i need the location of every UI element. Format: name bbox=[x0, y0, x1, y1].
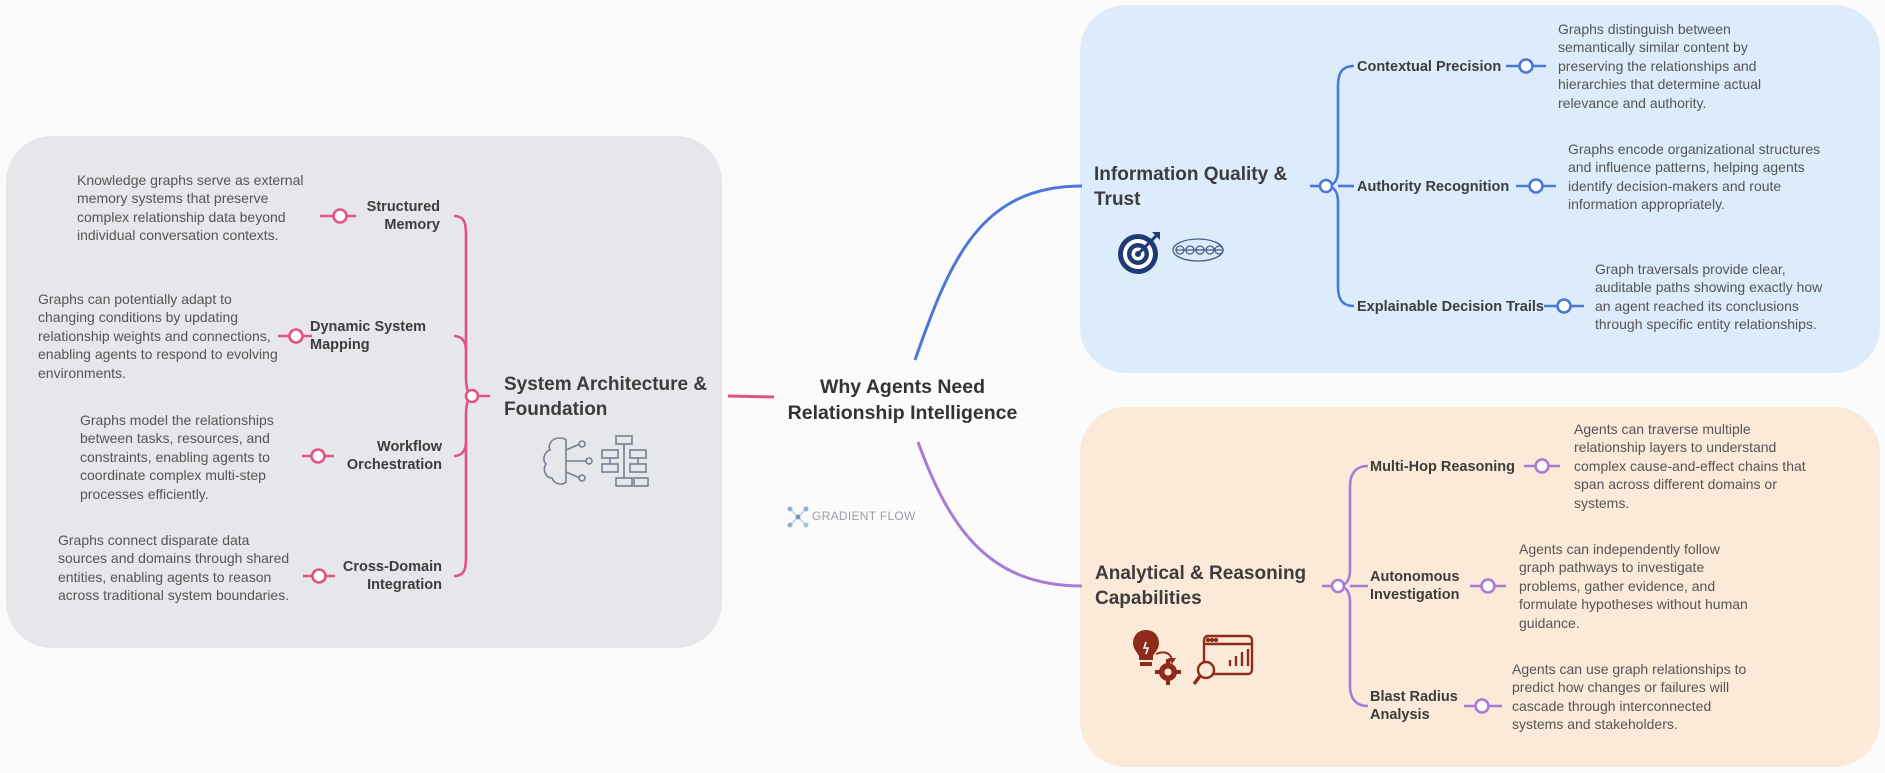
central-topic: Why Agents Need Relationship Intelligenc… bbox=[787, 376, 1018, 424]
bottom-right-heading: Analytical & Reasoning Capabilities bbox=[1095, 563, 1307, 609]
branch-label-blast-radius-analysis: Blast Radius Analysis bbox=[1370, 689, 1458, 724]
branch-label-dynamic-system-mapping: Dynamic System Mapping bbox=[310, 319, 427, 354]
left-panel bbox=[6, 136, 722, 648]
chain-icon bbox=[1172, 236, 1226, 269]
brand-label: GRADIENT FLOW bbox=[812, 509, 916, 523]
lightbulb-gear-icon bbox=[1132, 628, 1186, 691]
branch-desc-contextual-precision: Graphs distinguish between semantically … bbox=[1558, 21, 1762, 111]
branch-desc-workflow-orchestration: Graphs model the relationships between t… bbox=[80, 412, 274, 502]
top-right-panel bbox=[1080, 5, 1880, 373]
branch-label-structured-memory: Structured Memory bbox=[366, 199, 440, 234]
branch-desc-cross-domain-integration: Graphs connect disparate data sources an… bbox=[58, 532, 290, 604]
branch-desc-autonomous-investigation: Agents can independently follow graph pa… bbox=[1519, 541, 1748, 631]
branch-label-multi-hop-reasoning: Multi-Hop Reasoning bbox=[1370, 459, 1515, 475]
branch-label-cross-domain-integration: Cross-Domain Integration bbox=[342, 559, 442, 594]
target-icon bbox=[1116, 228, 1164, 281]
branch-desc-explainable-decision-trails: Graph traversals provide clear, auditabl… bbox=[1595, 261, 1823, 333]
branch-desc-structured-memory: Knowledge graphs serve as external memor… bbox=[77, 172, 304, 244]
branch-desc-blast-radius-analysis: Agents can use graph relationships to pr… bbox=[1512, 661, 1747, 733]
branch-desc-authority-recognition: Graphs encode organizational structures … bbox=[1568, 141, 1821, 213]
top-right-heading: Information Quality & Trust bbox=[1094, 164, 1288, 210]
branch-label-workflow-orchestration: Workflow Orchestration bbox=[346, 439, 442, 474]
branch-label-authority-recognition: Authority Recognition bbox=[1357, 179, 1510, 195]
gradient-flow-logo-icon bbox=[786, 505, 810, 534]
analytics-window-icon bbox=[1192, 634, 1254, 691]
branch-label-autonomous-investigation: Autonomous Investigation bbox=[1370, 569, 1460, 604]
flowchart-icon bbox=[598, 434, 650, 493]
branch-label-explainable-decision-trails: Explainable Decision Trails bbox=[1357, 299, 1544, 315]
brain-network-icon bbox=[540, 434, 596, 493]
left-heading: System Architecture & Foundation bbox=[504, 374, 708, 420]
branch-label-contextual-precision: Contextual Precision bbox=[1357, 59, 1502, 75]
branch-desc-dynamic-system-mapping: Graphs can potentially adapt to changing… bbox=[38, 291, 278, 381]
branch-desc-multi-hop-reasoning: Agents can traverse multiple relationshi… bbox=[1574, 421, 1806, 511]
